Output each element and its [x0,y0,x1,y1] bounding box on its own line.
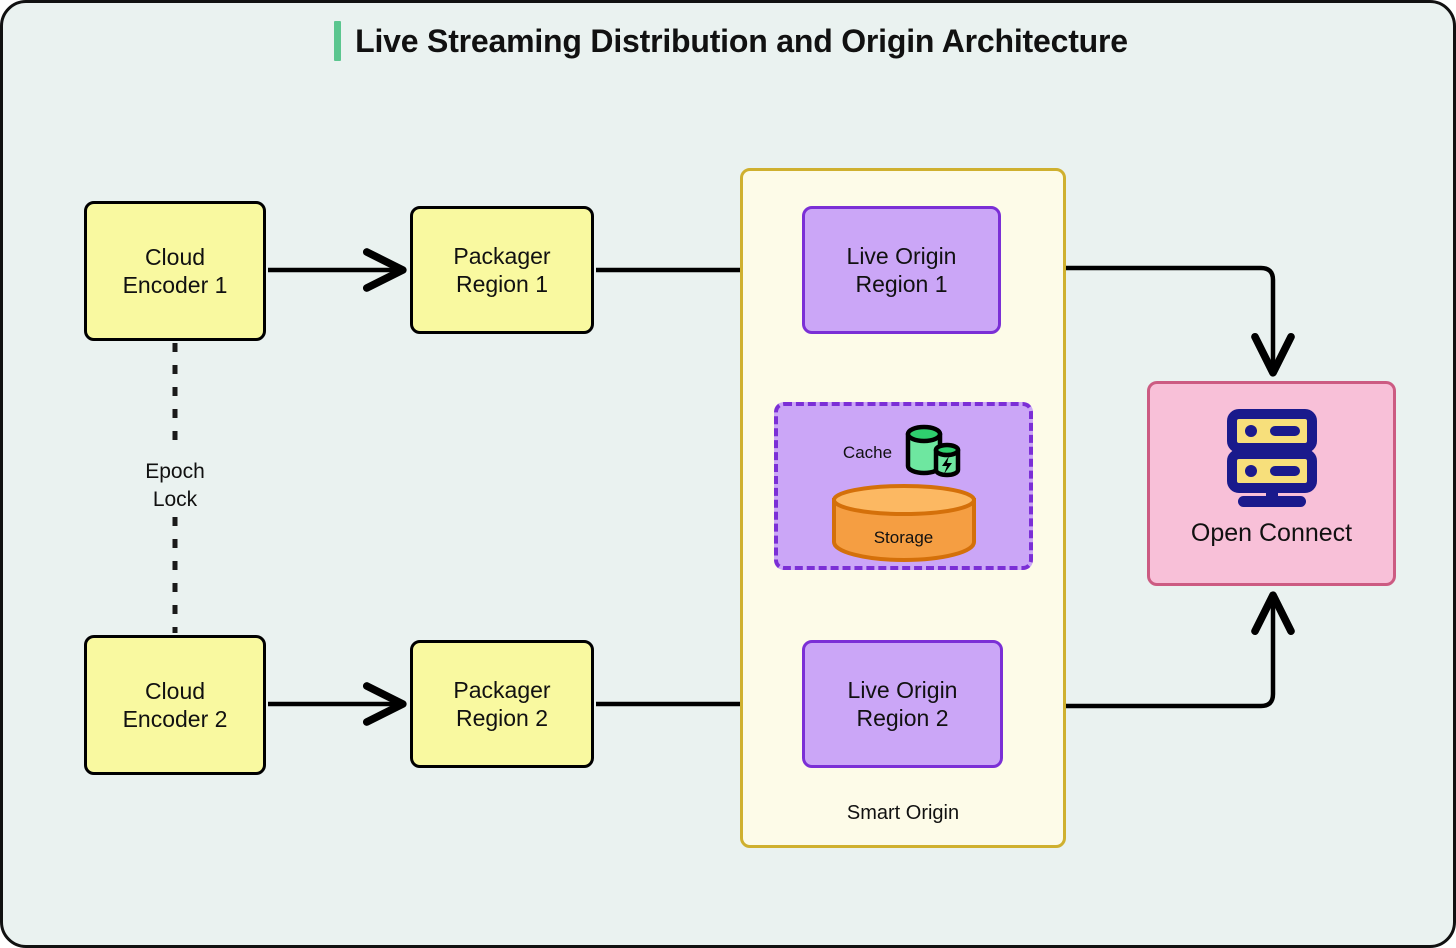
storage-label: Storage [873,528,934,547]
node-cloud-encoder-2-label: Cloud Encoder 2 [122,677,228,732]
edge-label-epoch-lock: Epoch Lock [145,460,205,512]
group-smart-origin-label: Smart Origin [846,802,960,824]
server-rack-icon [1220,408,1324,508]
group-cache-storage: Cache Storage [774,402,1033,570]
node-live-origin-region-2-label: Live Origin Region 2 [847,676,958,731]
diagram-title: Live Streaming Distribution and Origin A… [3,21,1453,61]
node-packager-region-2-label: Packager Region 2 [453,676,551,731]
node-cloud-encoder-1[interactable]: Cloud Encoder 1 [84,201,266,341]
page-title: Live Streaming Distribution and Origin A… [355,22,1128,59]
node-packager-region-1[interactable]: Packager Region 1 [410,206,594,334]
cache-label: Cache [842,442,893,462]
node-open-connect-label: Open Connect [1190,519,1353,547]
node-packager-region-2[interactable]: Packager Region 2 [410,640,594,768]
node-cloud-encoder-2[interactable]: Cloud Encoder 2 [84,635,266,775]
storage-cylinder-icon: Storage [829,484,979,567]
node-live-origin-region-1-label: Live Origin Region 1 [846,242,957,297]
cache-cylinders-icon [902,422,964,483]
node-packager-region-1-label: Packager Region 1 [453,242,551,297]
node-live-origin-region-2[interactable]: Live Origin Region 2 [802,640,1003,768]
node-open-connect[interactable]: Open Connect [1147,381,1396,586]
node-live-origin-region-1[interactable]: Live Origin Region 1 [802,206,1001,334]
storage-wrap: Storage [778,484,1029,567]
title-accent-bar [334,21,342,61]
cache-row: Cache [778,422,1029,483]
node-cloud-encoder-1-label: Cloud Encoder 1 [122,243,228,298]
